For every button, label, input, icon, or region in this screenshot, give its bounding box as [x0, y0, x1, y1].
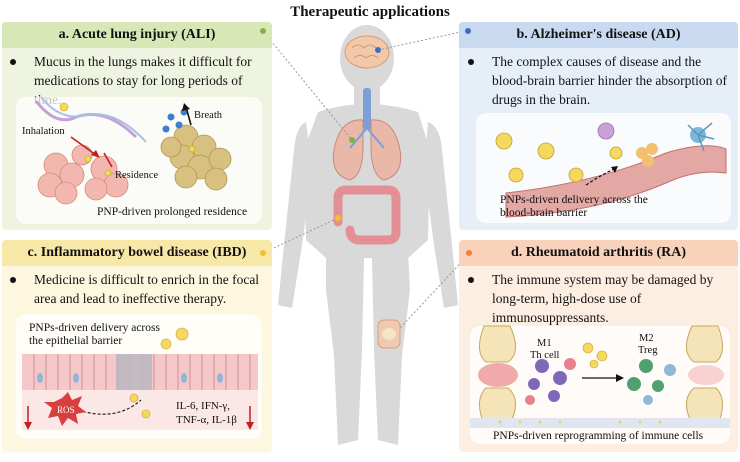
panel-ra-heading: d. Rheumatoid arthritis (RA) — [459, 240, 738, 266]
epithelial-barrier-illustration — [22, 327, 258, 430]
panel-ali-caption: PNP-driven prolonged residence — [97, 206, 248, 218]
panel-ad-caption: PNPs-driven delivery across the blood-br… — [500, 194, 648, 219]
blood-brain-barrier-illustration — [495, 122, 727, 218]
knee-joint — [377, 319, 401, 349]
panel-ra-bullet: The immune system may be damaged by long… — [468, 270, 732, 327]
brain-organ — [344, 35, 390, 69]
figure-title: Therapeutic applications — [290, 4, 450, 20]
label-inhalation: Inhalation — [22, 126, 65, 137]
label-th-cell: Th cell — [530, 350, 560, 361]
panel-ra-pin — [466, 250, 472, 256]
panel-ibd-heading: c. Inflammatory bowel disease (IBD) — [2, 240, 272, 266]
panel-ad-bullet: The complex causes of disease and the bl… — [468, 52, 732, 109]
label-ros: ROS — [57, 405, 75, 415]
panel-ibd-pin — [260, 250, 266, 256]
panel-ali-bullet: Mucus in the lungs makes it difficult fo… — [10, 52, 266, 109]
label-cytokines-line2: TNF-α, IL-1β — [176, 414, 237, 426]
label-residence: Residence — [115, 170, 159, 181]
label-m2: M2 — [639, 333, 654, 344]
connector-lines — [262, 30, 471, 329]
panel-ra-caption: PNPs-driven reprogramming of immune cell… — [493, 430, 704, 442]
panel-ali-pin — [260, 28, 266, 34]
panel-ibd-caption: PNPs-driven delivery across the epitheli… — [29, 322, 160, 347]
joint-illustration — [470, 325, 730, 428]
ros-burst — [44, 392, 86, 426]
panel-ibd-bullet: Medicine is difficult to enrich in the f… — [10, 270, 266, 308]
panel-ad-heading: b. Alzheimer's disease (AD) — [459, 22, 738, 48]
left-lung-organ — [332, 119, 364, 181]
trachea-organ — [363, 88, 371, 130]
panel-ad-pin — [465, 28, 471, 34]
panel-ali-heading: a. Acute lung injury (ALI) — [2, 22, 272, 48]
right-lung-organ — [370, 119, 402, 181]
label-breath: Breath — [194, 110, 222, 121]
label-treg: Treg — [638, 345, 658, 356]
colon-organ — [333, 185, 401, 245]
alveoli-illustration — [34, 96, 232, 205]
label-cytokines-line1: IL-6, IFN-γ, — [176, 400, 231, 412]
label-m1: M1 — [537, 338, 552, 349]
